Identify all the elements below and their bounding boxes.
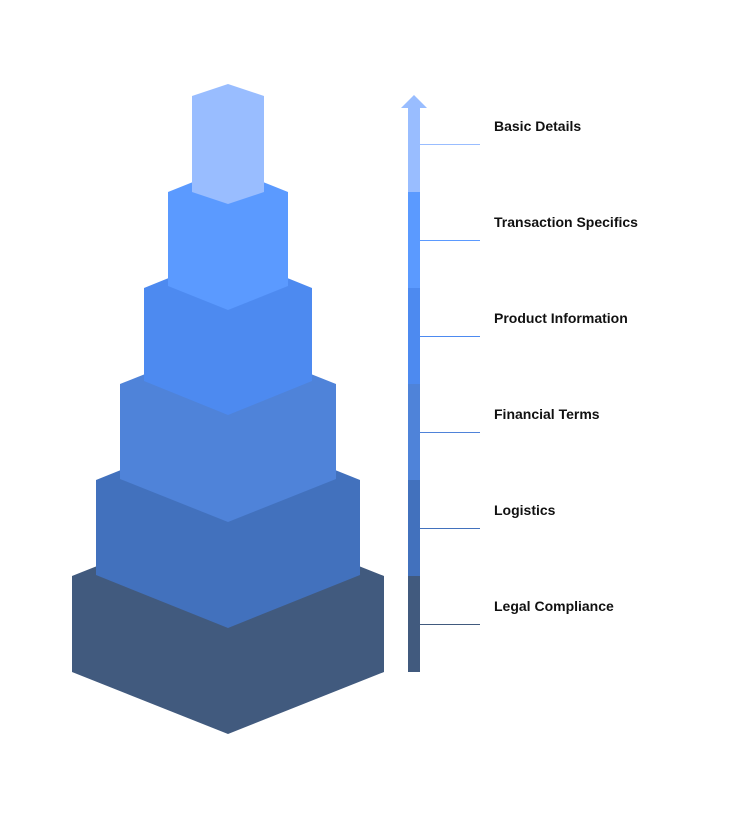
bar-segment-basic-details [408, 108, 420, 192]
bar-segment-product-information [408, 288, 420, 384]
bar-segment-logistics [408, 480, 420, 576]
bar-segment-financial-terms [408, 384, 420, 480]
level-label-basic-details: Basic Details [494, 118, 582, 134]
level-label-legal-compliance: Legal Compliance [494, 598, 614, 614]
level-label-product-information: Product Information [494, 310, 628, 326]
pyramid-layer-basic-details [192, 84, 264, 204]
bar-segment-transaction-specifics [408, 192, 420, 288]
arrow-up-icon [401, 95, 427, 108]
level-label-transaction-specifics: Transaction Specifics [494, 214, 638, 230]
bar-segment-legal-compliance [408, 576, 420, 672]
pyramid-layer-product-information [144, 254, 312, 415]
level-label-financial-terms: Financial Terms [494, 406, 600, 422]
pyramid-layer-transaction-specifics [168, 168, 288, 310]
level-label-logistics: Logistics [494, 502, 556, 518]
